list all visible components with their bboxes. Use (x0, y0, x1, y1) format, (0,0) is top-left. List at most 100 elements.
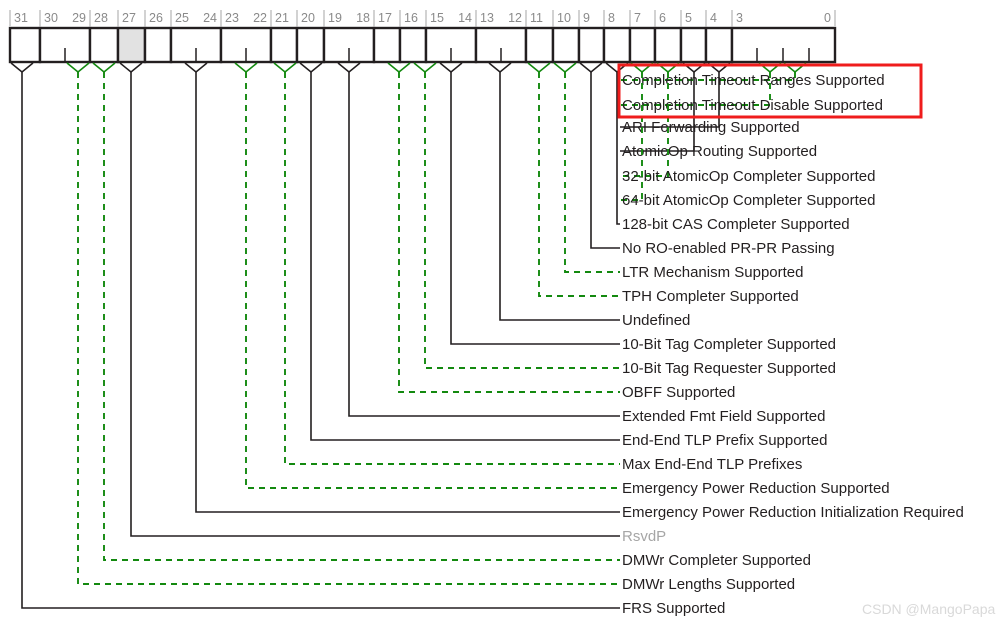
leader-line-end-end-tlp-prefix-supported (310, 72, 620, 441)
bit-funnel (119, 62, 143, 73)
leader-line-no-ro-enabled-pr-pr-passing (590, 72, 620, 249)
bit-number: 31 (14, 11, 28, 25)
field-label-frs-supported: FRS Supported (622, 600, 725, 617)
field-label-no-ro-enabled-pr-pr-passing: No RO-enabled PR-PR Passing (622, 240, 835, 257)
leader-line-ari-forwarding-supported (620, 72, 720, 128)
field-label-10bit-tag-completer-supported: 10-Bit Tag Completer Supported (622, 336, 836, 353)
bit-number: 19 (328, 11, 342, 25)
bit-cell (602, 26, 632, 64)
bit-number: 30 (44, 11, 58, 25)
bit-number: 16 (404, 11, 418, 25)
field-label-ari-forwarding-supported: ARI Forwarding Supported (622, 119, 800, 136)
bit-number: 9 (583, 11, 590, 25)
bit-number: 4 (710, 11, 717, 25)
field-label-obff-supported: OBFF Supported (622, 384, 735, 401)
field-label-undefined: Undefined (622, 312, 690, 329)
bit-cell (628, 26, 657, 64)
bit-cell (398, 26, 428, 64)
field-label-completion-timeout-ranges-supported: Completion Timeout Ranges Supported (622, 72, 885, 89)
bit-cell (295, 26, 326, 64)
bit-funnel (92, 62, 116, 74)
bit-cell (88, 26, 120, 64)
field-label-rsvdp: RsvdP (622, 528, 666, 545)
bit-number: 27 (122, 11, 136, 25)
leader-line-emergency-power-reduction-supported (245, 72, 620, 489)
bit-funnel (439, 62, 463, 73)
bit-number: 18 (356, 11, 370, 25)
leader-line-completion-timeout-disable-supported (620, 72, 771, 106)
bit-number: 22 (253, 11, 267, 25)
bit-funnel (488, 62, 512, 73)
bit-funnel (66, 62, 90, 74)
field-label-extended-fmt-field-supported: Extended Fmt Field Supported (622, 408, 825, 425)
bit-funnel (234, 62, 258, 74)
bit-number: 14 (458, 11, 472, 25)
bit-number: 26 (149, 11, 163, 25)
leader-line-128bit-cas-completer-supported (616, 72, 620, 225)
leader-line-atomicop-routing-supported (620, 72, 695, 152)
bit-cell (551, 26, 581, 64)
leader-line-32bit-atomicop-completer-supported (620, 72, 669, 177)
bit-cell (704, 26, 734, 64)
bit-cell (269, 26, 299, 64)
bit-number: 24 (203, 11, 217, 25)
leader-line-obff-supported (398, 72, 620, 393)
field-label-dmwr-completer-supported: DMWr Completer Supported (622, 552, 811, 569)
bit-number: 11 (530, 11, 543, 25)
bit-cell-shaded (116, 26, 147, 64)
bit-number: 28 (94, 11, 108, 25)
leader-line-tph-completer-supported (538, 72, 620, 297)
field-label-ltr-mechanism-supported: LTR Mechanism Supported (622, 264, 803, 281)
bit-cell (577, 26, 606, 64)
bit-number: 13 (480, 11, 494, 25)
leader-line-undefined (499, 72, 620, 321)
bit-funnel (337, 62, 361, 73)
field-label-max-end-end-tlp-prefixes: Max End-End TLP Prefixes (622, 456, 802, 473)
bit-cell (653, 26, 683, 64)
bit-number: 3 (736, 11, 743, 25)
bit-funnel (184, 62, 208, 73)
bit-number: 20 (301, 11, 315, 25)
field-label-dmwr-lengths-supported: DMWr Lengths Supported (622, 576, 795, 593)
bit-funnel (413, 62, 437, 74)
field-label-emergency-power-reduction-supported: Emergency Power Reduction Supported (622, 480, 890, 497)
leader-line-emergency-power-reduction-init-required (195, 72, 620, 513)
bit-funnel (299, 62, 323, 73)
leader-line-10bit-tag-completer-supported (450, 72, 620, 345)
bit-number: 12 (508, 11, 522, 25)
bit-funnel (10, 62, 34, 73)
bit-cell (143, 26, 173, 64)
bit-number: 0 (824, 11, 831, 25)
field-label-64bit-atomicop-completer-supported: 64-bit AtomicOp Completer Supported (622, 192, 875, 209)
leader-line-completion-timeout-ranges-supported (620, 72, 796, 81)
bit-number: 17 (378, 11, 392, 25)
bit-number: 8 (608, 11, 615, 25)
bit-cell (679, 26, 708, 64)
bit-number: 10 (557, 11, 571, 25)
field-label-10bit-tag-requester-supported: 10-Bit Tag Requester Supported (622, 360, 836, 377)
leader-line-dmwr-lengths-supported (77, 72, 620, 585)
field-label-emergency-power-reduction-init-required: Emergency Power Reduction Initialization… (622, 504, 964, 521)
field-label-completion-timeout-disable-supported: Completion Timeout Disable Supported (622, 97, 883, 114)
leader-line-max-end-end-tlp-prefixes (284, 72, 620, 465)
bit-funnel (273, 62, 297, 74)
bit-funnel (579, 62, 603, 73)
field-label-atomicop-routing-supported: AtomicOp Routing Supported (622, 143, 817, 160)
leader-line-extended-fmt-field-supported (348, 72, 620, 417)
bit-funnel (527, 62, 551, 74)
bit-funnel (553, 62, 577, 74)
bit-number: 7 (634, 11, 641, 25)
bit-number: 15 (430, 11, 444, 25)
leader-line-ltr-mechanism-supported (564, 72, 620, 273)
bit-funnel (387, 62, 411, 74)
bit-number: 29 (72, 11, 86, 25)
bit-cell (8, 26, 42, 64)
bit-number: 6 (659, 11, 666, 25)
bit-cell (524, 26, 555, 64)
bit-number: 5 (685, 11, 692, 25)
highlight-box (617, 63, 923, 119)
field-label-128bit-cas-completer-supported: 128-bit CAS Completer Supported (622, 216, 850, 233)
leader-line-rsvdp (130, 72, 620, 537)
